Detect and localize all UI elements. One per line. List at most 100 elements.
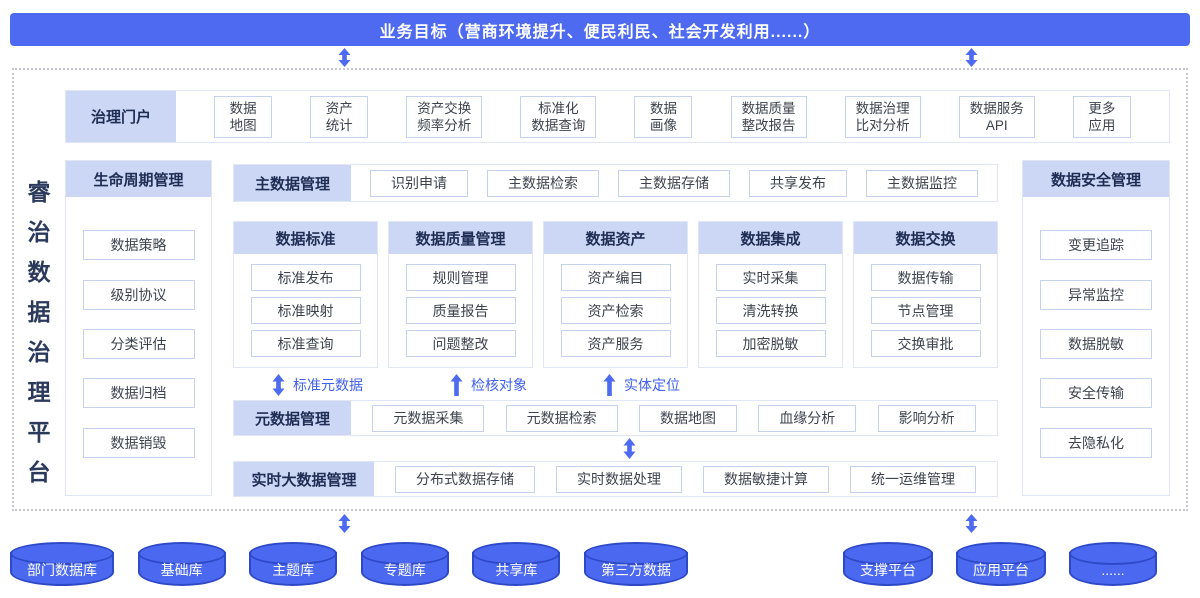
security-item: 安全传输 bbox=[1040, 378, 1152, 409]
column-item: 加密脱敏 bbox=[715, 330, 826, 357]
portal-item-quality-report: 数据质量 整改报告 bbox=[730, 95, 807, 138]
double-arrow-icon bbox=[272, 374, 285, 396]
column-item: 标准查询 bbox=[250, 330, 361, 357]
bigdata-row: 实时大数据管理 分布式数据存储 实时数据处理 数据敏捷计算 统一运维管理 bbox=[233, 461, 998, 497]
column-header: 数据质量管理 bbox=[389, 222, 532, 254]
metadata-item: 数据地图 bbox=[638, 404, 737, 432]
metadata-header: 元数据管理 bbox=[234, 401, 351, 435]
column-header: 数据集成 bbox=[699, 222, 842, 254]
double-arrow-icon bbox=[338, 48, 351, 67]
double-arrow-icon bbox=[338, 514, 351, 533]
portal-item-std-query: 标准化 数据查询 bbox=[520, 95, 597, 138]
bigdata-header: 实时大数据管理 bbox=[234, 462, 374, 496]
database-cylinder: 共享库 bbox=[472, 542, 561, 586]
column-item: 节点管理 bbox=[870, 297, 981, 324]
column-item: 资产编目 bbox=[560, 264, 671, 291]
master-data-row: 主数据管理 识别申请 主数据检索 主数据存储 共享发布 主数据监控 bbox=[233, 164, 998, 202]
security-items: 变更追踪 异常监控 数据脱敏 安全传输 去隐私化 bbox=[1023, 197, 1169, 495]
bigdata-item: 实时数据处理 bbox=[556, 465, 682, 493]
flow-entity-location: 实体定位 bbox=[603, 374, 680, 396]
database-cylinder: 主题库 bbox=[249, 542, 338, 586]
lifecycle-items: 数据策略 级别协议 分类评估 数据归档 数据销毁 bbox=[66, 197, 211, 495]
column-item: 标准发布 bbox=[250, 264, 361, 291]
master-item: 识别申请 bbox=[370, 169, 468, 197]
security-item: 变更追踪 bbox=[1040, 230, 1152, 261]
column-header: 数据资产 bbox=[544, 222, 687, 254]
metadata-items: 元数据采集 元数据检索 数据地图 血缘分析 影响分析 bbox=[351, 401, 997, 435]
database-cylinder: 部门数据库 bbox=[10, 542, 114, 586]
portal-item-data-profile: 数据 画像 bbox=[634, 95, 693, 138]
flow-check-object: 检核对象 bbox=[450, 374, 527, 396]
column-item: 交换审批 bbox=[870, 330, 981, 357]
master-item: 共享发布 bbox=[749, 169, 847, 197]
portal-row: 治理门户 数据 地图 资产 统计 资产交换 频率分析 标准化 数据查询 数据 画… bbox=[65, 90, 1170, 143]
security-column: 数据安全管理 变更追踪 异常监控 数据脱敏 安全传输 去隐私化 bbox=[1022, 160, 1170, 496]
lifecycle-item: 数据销毁 bbox=[82, 427, 195, 458]
column-data-asset: 数据资产 资产编目 资产检索 资产服务 bbox=[543, 221, 688, 368]
column-item: 数据传输 bbox=[870, 264, 981, 291]
column-data-exchange: 数据交换 数据传输 节点管理 交换审批 bbox=[853, 221, 998, 368]
double-arrow-icon bbox=[965, 48, 978, 67]
lifecycle-column: 生命周期管理 数据策略 级别协议 分类评估 数据归档 数据销毁 bbox=[65, 160, 212, 496]
column-data-integration: 数据集成 实时采集 清洗转换 加密脱敏 bbox=[698, 221, 843, 368]
lifecycle-item: 数据策略 bbox=[82, 230, 195, 261]
bigdata-item: 分布式数据存储 bbox=[395, 465, 535, 493]
column-item: 资产服务 bbox=[560, 330, 671, 357]
platform-zone: 支撑平台 应用平台 ...... bbox=[843, 540, 1157, 586]
capability-columns: 数据标准 标准发布 标准映射 标准查询 数据质量管理 规则管理 质量报告 问题整… bbox=[233, 221, 998, 368]
flow-standard-metadata: 标准元数据 bbox=[272, 374, 363, 396]
column-item: 清洗转换 bbox=[715, 297, 826, 324]
metadata-item: 血缘分析 bbox=[758, 404, 857, 432]
column-data-quality: 数据质量管理 规则管理 质量报告 问题整改 bbox=[388, 221, 533, 368]
bigdata-item: 数据敏捷计算 bbox=[703, 465, 829, 493]
master-item: 主数据监控 bbox=[866, 169, 978, 197]
column-item: 规则管理 bbox=[405, 264, 516, 291]
lifecycle-item: 分类评估 bbox=[82, 328, 195, 359]
master-item: 主数据存储 bbox=[618, 169, 730, 197]
up-arrow-icon bbox=[450, 374, 463, 396]
portal-header: 治理门户 bbox=[66, 91, 176, 142]
portal-items: 数据 地图 资产 统计 资产交换 频率分析 标准化 数据查询 数据 画像 数据质… bbox=[176, 91, 1169, 142]
platform-cylinder: 应用平台 bbox=[956, 542, 1046, 586]
master-data-items: 识别申请 主数据检索 主数据存储 共享发布 主数据监控 bbox=[351, 165, 997, 201]
security-header: 数据安全管理 bbox=[1023, 161, 1169, 197]
metadata-item: 元数据检索 bbox=[505, 404, 618, 432]
double-arrow-icon bbox=[965, 514, 978, 533]
column-item: 标准映射 bbox=[250, 297, 361, 324]
metadata-row: 元数据管理 元数据采集 元数据检索 数据地图 血缘分析 影响分析 bbox=[233, 400, 998, 436]
column-item: 质量报告 bbox=[405, 297, 516, 324]
security-item: 数据脱敏 bbox=[1040, 328, 1152, 359]
double-arrow-icon bbox=[623, 438, 636, 459]
master-item: 主数据检索 bbox=[487, 169, 599, 197]
security-item: 去隐私化 bbox=[1040, 427, 1152, 458]
portal-item-asset-stats: 资产 统计 bbox=[310, 95, 369, 138]
platform-cylinder: 支撑平台 bbox=[843, 542, 933, 586]
portal-item-exchange-freq: 资产交换 频率分析 bbox=[406, 95, 483, 138]
column-header: 数据交换 bbox=[854, 222, 997, 254]
database-cylinder: 基础库 bbox=[137, 542, 226, 586]
master-data-header: 主数据管理 bbox=[234, 165, 351, 201]
column-header: 数据标准 bbox=[234, 222, 377, 254]
platform-cylinder: ...... bbox=[1069, 542, 1157, 586]
lifecycle-header: 生命周期管理 bbox=[66, 161, 211, 197]
flow-label: 检核对象 bbox=[471, 377, 527, 393]
lifecycle-item: 数据归档 bbox=[82, 378, 195, 409]
column-item: 问题整改 bbox=[405, 330, 516, 357]
business-goal-banner: 业务目标（营商环境提升、便民利民、社会开发利用......） bbox=[10, 13, 1190, 46]
flow-label: 实体定位 bbox=[624, 377, 680, 393]
platform-container bbox=[12, 68, 1188, 511]
platform-title: 睿治数据治理平台 bbox=[27, 179, 51, 485]
metadata-item: 影响分析 bbox=[877, 404, 976, 432]
column-data-standard: 数据标准 标准发布 标准映射 标准查询 bbox=[233, 221, 378, 368]
metadata-item: 元数据采集 bbox=[372, 404, 485, 432]
security-item: 异常监控 bbox=[1040, 279, 1152, 310]
portal-item-governance-compare: 数据治理 比对分析 bbox=[844, 95, 921, 138]
portal-item-data-map: 数据 地图 bbox=[214, 95, 273, 138]
portal-item-more-apps: 更多 应用 bbox=[1072, 95, 1131, 138]
flow-label: 标准元数据 bbox=[293, 377, 363, 393]
column-item: 实时采集 bbox=[715, 264, 826, 291]
database-cylinder: 专题库 bbox=[360, 542, 449, 586]
database-zone: 部门数据库 基础库 主题库 专题库 共享库 第三方数据 bbox=[10, 540, 688, 586]
column-item: 资产检索 bbox=[560, 297, 671, 324]
bigdata-item: 统一运维管理 bbox=[850, 465, 976, 493]
